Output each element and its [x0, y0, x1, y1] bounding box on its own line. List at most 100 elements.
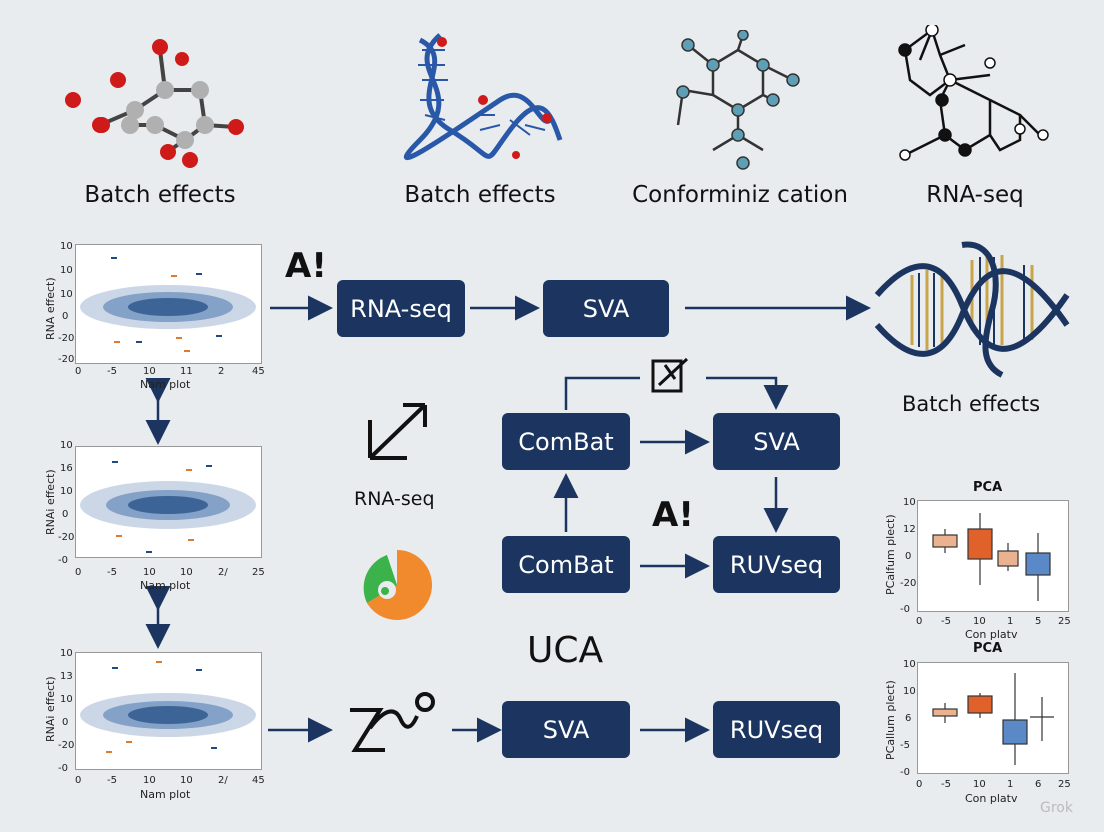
- pca-1-xlabel: Con platv: [965, 628, 1018, 641]
- dna-helix-icon: [874, 241, 1070, 378]
- scatter-3-ytick: -0: [58, 763, 68, 774]
- watermark-label: Grok: [1040, 800, 1073, 816]
- edit-note-icon: [651, 357, 689, 393]
- pca-2-ytick: -0: [900, 767, 910, 778]
- pca-boxes-1: [932, 513, 1051, 601]
- trend-arrow-icon: [368, 403, 427, 460]
- pca-1-xtick: 5: [1035, 616, 1042, 627]
- pca-2-xtick: -5: [941, 779, 951, 790]
- pca-1-xtick: -5: [941, 616, 951, 627]
- pca-1-ytick: -0: [900, 604, 910, 615]
- scatter-1-xtick: 0: [75, 366, 82, 377]
- scatter-1-ytick: 10: [60, 265, 73, 276]
- pca-2-xtick: 0: [916, 779, 923, 790]
- scatter-2-xlabel: Nam plot: [140, 579, 191, 592]
- scatter-2-ytick: 0: [62, 509, 69, 520]
- sva-box-mid[interactable]: SVA: [713, 413, 840, 470]
- caption-rnaseq: RNA-seq: [926, 182, 1024, 208]
- pca-1-xtick: 25: [1058, 616, 1071, 627]
- scatter-1-xtick: 2: [218, 366, 225, 377]
- scatter-3-ylabel: RNAi effect): [44, 676, 57, 742]
- rnaseq-side-label: RNA-seq: [354, 488, 435, 510]
- scatter-3-xtick: 0: [75, 775, 82, 786]
- scatter-cloud-3: [80, 661, 256, 753]
- scatter-2-xtick: -5: [107, 567, 117, 578]
- pca-1-title: PCA: [973, 480, 1003, 495]
- caption-conformization: Conforminiz cation: [632, 182, 848, 208]
- ruvseq-box-bottom[interactable]: RUVseq: [713, 701, 840, 758]
- batch-effects-right-label: Batch effects: [902, 392, 1041, 416]
- scatter-2-xtick: 2/: [218, 567, 228, 578]
- scatter-3-xtick: 45: [252, 775, 265, 786]
- scatter-plot-3: [75, 652, 262, 770]
- pie-logo-icon: [363, 550, 433, 620]
- scatter-2-ytick: 16: [60, 463, 73, 474]
- scatter-1-xtick: -5: [107, 366, 117, 377]
- scatter-3-ytick: 0: [62, 717, 69, 728]
- scatter-plot-1: [75, 244, 262, 364]
- scatter-3-xtick: -5: [107, 775, 117, 786]
- ai-label-1: A!: [285, 246, 327, 286]
- ruvseq-box-mid[interactable]: RUVseq: [713, 536, 840, 593]
- molecule-icon-3: [898, 25, 1049, 161]
- pca-2-ytick: 6: [905, 713, 912, 724]
- combat-box-2[interactable]: ComBat: [502, 536, 630, 593]
- scatter-1-xtick: 11: [180, 366, 193, 377]
- scatter-1-ytick: 10: [60, 241, 73, 252]
- pca-2-ytick: -5: [900, 740, 910, 751]
- scatter-2-xtick: 0: [75, 567, 82, 578]
- pca-2-xtick: 1: [1007, 779, 1014, 790]
- pca-1-xtick: 1: [1007, 616, 1014, 627]
- scatter-2-ytick: 10: [60, 486, 73, 497]
- dna-icon: [403, 33, 563, 161]
- pca-2-title: PCA: [973, 641, 1003, 656]
- scatter-cloud-2: [80, 461, 256, 553]
- arrow-loop-combat-to-sva: [564, 376, 776, 410]
- scatter-3-xtick: 2/: [218, 775, 228, 786]
- sva-box-top[interactable]: SVA: [543, 280, 669, 337]
- scatter-2-ytick: 10: [60, 440, 73, 451]
- scatter-2-xtick: 10: [143, 567, 156, 578]
- pca-1-ytick: 10: [903, 497, 916, 508]
- pca-2-ytick: 10: [903, 686, 916, 697]
- scatter-3-ytick: 10: [60, 694, 73, 705]
- pca-1-ytick: 12: [903, 524, 916, 535]
- scatter-3-xtick: 10: [143, 775, 156, 786]
- pca-boxes-2: [932, 673, 1054, 765]
- caption-batch-effects-2: Batch effects: [404, 182, 556, 208]
- pca-1-xtick: 0: [916, 616, 923, 627]
- molecule-icon-1: [65, 39, 244, 168]
- sva-box-bottom[interactable]: SVA: [502, 701, 630, 758]
- scatter-1-xtick: 10: [143, 366, 156, 377]
- scatter-1-ytick: -20: [58, 354, 75, 365]
- pca-plot-1: [917, 500, 1069, 612]
- scatter-3-ytick: -20: [58, 740, 75, 751]
- scatter-plot-2: [75, 446, 262, 558]
- scatter-2-ytick: -0: [58, 555, 68, 566]
- combat-box-1[interactable]: ComBat: [502, 413, 630, 470]
- pca-plot-2: [917, 662, 1069, 774]
- scatter-3-xtick: 10: [180, 775, 193, 786]
- scatter-1-ytick: -20: [58, 333, 75, 344]
- scatter-3-ytick: 13: [60, 671, 73, 682]
- scatter-1-ylabel: RNA effect): [44, 277, 57, 340]
- scatter-1-xlabel: Nam plot: [140, 378, 191, 391]
- pca-2-xtick: 6: [1035, 779, 1042, 790]
- uca-label: UCA: [527, 630, 604, 671]
- scatter-2-xtick: 25: [252, 567, 265, 578]
- pca-2-xtick: 25: [1058, 779, 1071, 790]
- pca-2-xtick: 10: [973, 779, 986, 790]
- pca-1-ytick: 0: [905, 551, 912, 562]
- scatter-3-ytick: 10: [60, 648, 73, 659]
- rnaseq-box[interactable]: RNA-seq: [337, 280, 465, 337]
- caption-batch-effects-1: Batch effects: [84, 182, 236, 208]
- pca-1-ytick: -20: [900, 578, 917, 589]
- ai-label-2: A!: [652, 495, 694, 535]
- scatter-1-ytick: 10: [60, 289, 73, 300]
- scatter-2-xtick: 10: [180, 567, 193, 578]
- scatter-cloud-1: [80, 257, 256, 352]
- scatter-2-ylabel: RNAi effect): [44, 469, 57, 535]
- pca-2-ylabel: PCallum plect): [884, 680, 897, 760]
- scatter-2-ytick: -20: [58, 532, 75, 543]
